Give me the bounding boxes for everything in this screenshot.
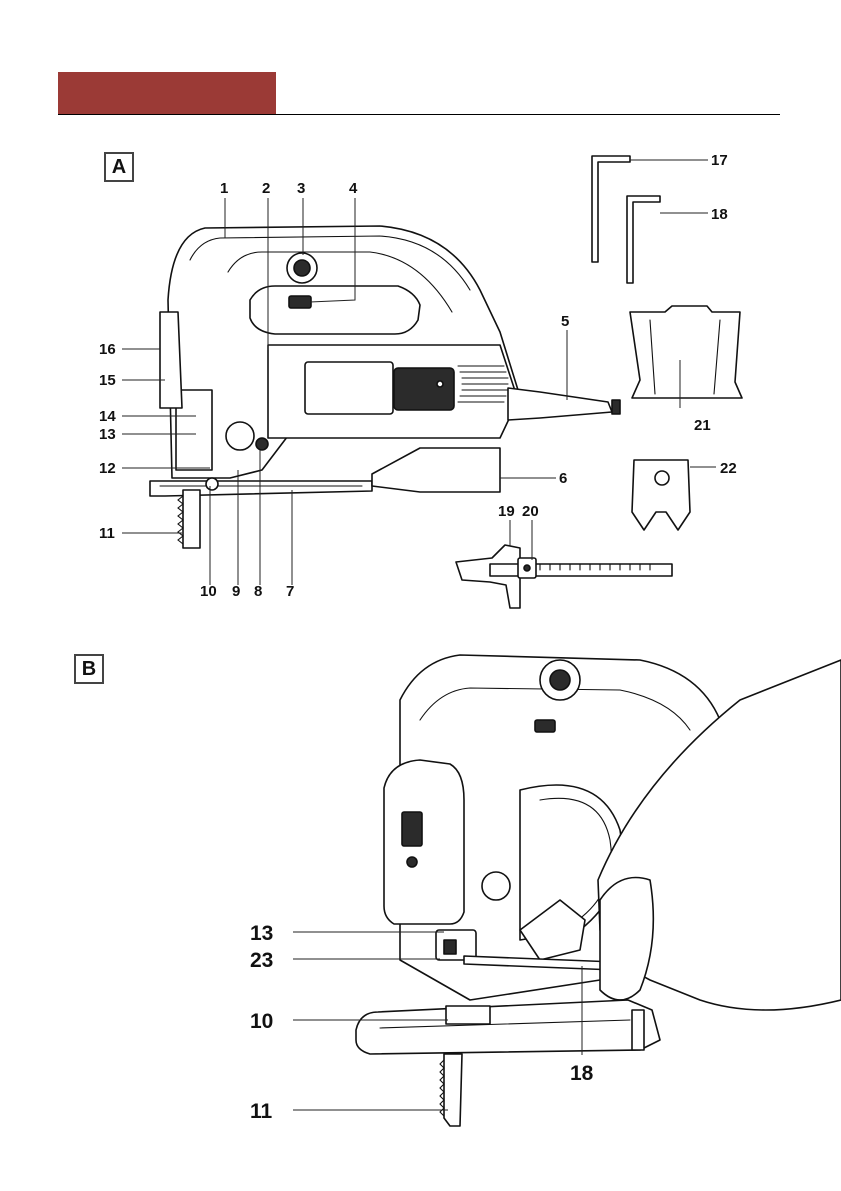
callout-a-4: 4 (349, 180, 358, 197)
callout-a-5: 5 (561, 313, 569, 330)
insert-22 (632, 460, 690, 530)
callout-b-10: 10 (250, 1010, 273, 1033)
callout-a-12: 12 (99, 460, 116, 477)
callout-a-15: 15 (99, 372, 116, 389)
callout-b-23: 23 (250, 949, 273, 972)
callout-b-13: 13 (250, 922, 273, 945)
callout-a-2: 2 (262, 180, 270, 197)
callout-a-19: 19 (498, 503, 515, 520)
callout-a-10: 10 (200, 583, 217, 600)
callout-a-16: 16 (99, 341, 116, 358)
parallel-guide (456, 545, 672, 608)
callout-a-17: 17 (711, 152, 728, 169)
callout-a-6: 6 (559, 470, 567, 487)
jigsaw-closeup-illustration (356, 655, 841, 1126)
callout-a-13: 13 (99, 426, 116, 443)
hex-key-18 (627, 196, 660, 283)
callout-a-18: 18 (711, 206, 728, 223)
callout-a-8: 8 (254, 583, 262, 600)
callout-a-21: 21 (694, 417, 711, 434)
callout-a-20: 20 (522, 503, 539, 520)
hex-key-17 (592, 156, 630, 262)
shoe-cover-21 (630, 306, 742, 398)
callout-a-14: 14 (99, 408, 116, 425)
callout-a-9: 9 (232, 583, 240, 600)
callout-a-1: 1 (220, 180, 228, 197)
callout-a-22: 22 (720, 460, 737, 477)
jigsaw-illustration (150, 226, 620, 548)
callout-a-3: 3 (297, 180, 305, 197)
callout-b-11: 11 (250, 1100, 273, 1123)
callout-b-18: 18 (570, 1062, 594, 1085)
callout-a-11: 11 (99, 525, 115, 542)
callout-a-7: 7 (286, 583, 294, 600)
